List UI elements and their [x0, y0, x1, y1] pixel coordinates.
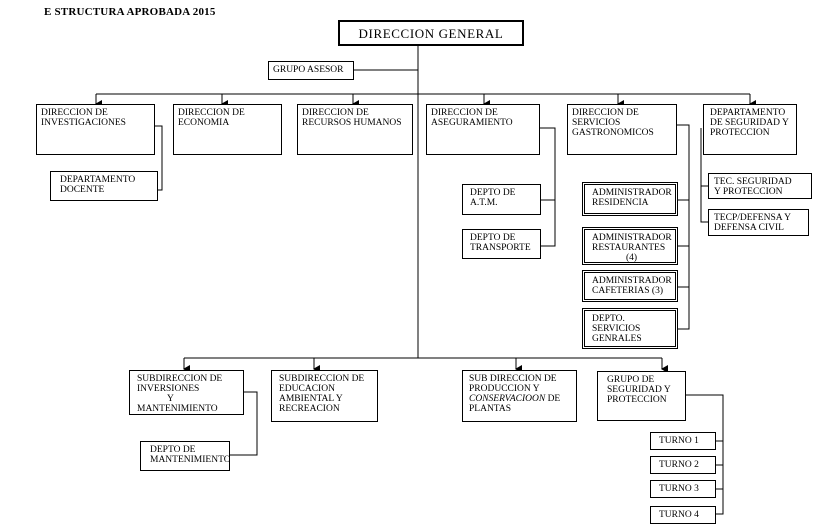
node-turno-4-label: TURNO 4 — [659, 510, 699, 520]
node-dir-gastronomicos-line1: DIRECCION DE — [572, 108, 639, 118]
node-depto-atm: DEPTO DE A.T.M. — [462, 184, 541, 215]
node-sub-inversiones-line1: SUBDIRECCION DE — [137, 374, 223, 384]
node-depto-seguridad-line3: PROTECCION — [710, 128, 770, 138]
node-depto-seguridad-line1: DEPARTAMENTO — [710, 108, 786, 118]
node-sub-produccion-italic: CONSERVACIOON — [469, 394, 546, 404]
node-turno-1: TURNO 1 — [650, 432, 716, 450]
node-tecp-defensa: TECP/DEFENSA Y DEFENSA CIVIL — [708, 209, 809, 236]
node-tecp-defensa-line2: DEFENSA CIVIL — [714, 223, 784, 233]
node-sub-produccion-line2: PRODUCCION Y — [469, 384, 540, 394]
node-admin-cafeterias-line1: ADMINISTRADOR — [592, 276, 672, 286]
node-dir-gastronomicos-line2: SERVICIOS — [572, 118, 621, 128]
node-sub-educacion-line1: SUBDIRECCION DE — [279, 374, 365, 384]
node-depto-mantenimiento-line2: MANTENIMIENTO — [150, 455, 230, 465]
node-dir-economia: DIRECCION DE ECONOMIA — [173, 104, 282, 155]
node-sub-inversiones-line2: INVERSIONES — [137, 384, 200, 394]
seguridad-bracket — [700, 128, 708, 223]
node-dir-gastronomicos-line3: GASTRONOMICOS — [572, 128, 654, 138]
node-sub-produccion-de: DE — [547, 394, 561, 404]
node-sub-produccion-line4: PLANTAS — [469, 404, 511, 414]
node-admin-residencia: ADMINISTRADOR RESIDENCIA — [582, 182, 678, 216]
node-depto-servicios-line1: DEPTO. — [592, 314, 625, 324]
node-admin-residencia-line2: RESIDENCIA — [592, 198, 649, 208]
node-direccion-general-label: DIRECCION GENERAL — [358, 26, 504, 41]
node-depto-seguridad-line2: DE SEGURIDAD Y — [710, 118, 789, 128]
node-grupo-seguridad-line2: SEGURIDAD Y — [607, 385, 671, 395]
node-dir-investigaciones-line2: INVESTIGACIONES — [41, 118, 126, 128]
node-depto-servicios-line2: SERVICIOS — [592, 324, 641, 334]
node-depto-transporte: DEPTO DE TRANSPORTE — [462, 229, 541, 259]
node-tec-seguridad-line1: TEC. SEGURIDAD — [714, 177, 792, 187]
node-sub-produccion-line1: SUB DIRECCION DE — [469, 374, 557, 384]
aseguramiento-bracket — [540, 127, 556, 247]
node-dir-aseguramiento-line1: DIRECCION DE — [431, 108, 498, 118]
node-depto-servicios-line3: GENRALES — [592, 334, 642, 344]
node-dir-investigaciones-line1: DIRECCION DE — [41, 108, 108, 118]
turnos-bracket — [686, 394, 724, 515]
node-dir-economia-line1: DIRECCION DE — [178, 108, 245, 118]
node-turno-2-label: TURNO 2 — [659, 460, 699, 470]
docente-link — [155, 125, 163, 191]
node-admin-cafeterias-line2: CAFETERIAS (3) — [592, 286, 663, 296]
chart-title: E STRUCTURA APROBADA 2015 — [44, 6, 216, 18]
node-turno-3: TURNO 3 — [650, 480, 716, 498]
node-turno-1-label: TURNO 1 — [659, 436, 699, 446]
node-dir-gastronomicos: DIRECCION DE SERVICIOS GASTRONOMICOS — [567, 104, 677, 155]
node-admin-cafeterias: ADMINISTRADOR CAFETERIAS (3) — [582, 270, 678, 302]
node-admin-restaurantes-line2: RESTAURANTES — [592, 243, 666, 253]
node-turno-3-label: TURNO 3 — [659, 484, 699, 494]
node-depto-atm-line1: DEPTO DE — [470, 188, 516, 198]
node-admin-restaurantes: ADMINISTRADOR RESTAURANTES (4) — [582, 227, 678, 265]
node-dir-rrhh: DIRECCION DE RECURSOS HUMANOS — [297, 104, 413, 155]
node-depto-atm-line2: A.T.M. — [470, 198, 498, 208]
node-dir-aseguramiento: DIRECCION DE ASEGURAMIENTO — [426, 104, 540, 155]
node-dir-investigaciones: DIRECCION DE INVESTIGACIONES — [36, 104, 155, 155]
node-dir-rrhh-line1: DIRECCION DE — [302, 108, 369, 118]
node-sub-inversiones: SUBDIRECCION DE INVERSIONES Y MANTENIMIE… — [129, 370, 244, 415]
node-dir-economia-line2: ECONOMIA — [178, 118, 230, 128]
node-sub-produccion: SUB DIRECCION DE PRODUCCION Y CONSERVACI… — [462, 370, 577, 422]
mantenimiento-link — [230, 391, 258, 456]
node-grupo-seguridad: GRUPO DE SEGURIDAD Y PROTECCION — [597, 371, 686, 421]
gastronomicos-bracket — [677, 124, 690, 330]
node-turno-2: TURNO 2 — [650, 456, 716, 474]
node-depto-seguridad: DEPARTAMENTO DE SEGURIDAD Y PROTECCION — [703, 104, 797, 155]
node-depto-transporte-line2: TRANSPORTE — [470, 243, 531, 253]
node-sub-inversiones-line4: MANTENIMIENTO — [137, 404, 218, 414]
node-sub-inversiones-line3: Y — [167, 394, 174, 404]
node-depto-docente-line1: DEPARTAMENTO — [60, 175, 136, 185]
node-sub-educacion-line2: EDUCACION — [279, 384, 335, 394]
node-dir-rrhh-line2: RECURSOS HUMANOS — [302, 118, 402, 128]
node-admin-restaurantes-line3: (4) — [625, 253, 638, 263]
node-grupo-asesor: GRUPO ASESOR — [268, 61, 354, 80]
node-admin-restaurantes-line1: ADMINISTRADOR — [592, 233, 672, 243]
node-tecp-defensa-line1: TECP/DEFENSA Y — [714, 213, 791, 223]
node-grupo-seguridad-line1: GRUPO DE — [607, 375, 655, 385]
node-dir-aseguramiento-line2: ASEGURAMIENTO — [431, 118, 513, 128]
node-depto-mantenimiento-line1: DEPTO DE — [150, 445, 196, 455]
node-sub-educacion-line3: AMBIENTAL Y — [279, 394, 343, 404]
node-depto-servicios: DEPTO. SERVICIOS GENRALES — [582, 308, 678, 349]
node-turno-4: TURNO 4 — [650, 506, 716, 524]
node-sub-educacion: SUBDIRECCION DE EDUCACION AMBIENTAL Y RE… — [271, 370, 378, 422]
node-tec-seguridad: TEC. SEGURIDAD Y PROTECCION — [708, 173, 812, 199]
node-depto-mantenimiento: DEPTO DE MANTENIMIENTO — [140, 441, 230, 471]
node-depto-transporte-line1: DEPTO DE — [470, 233, 516, 243]
node-grupo-asesor-label: GRUPO ASESOR — [273, 65, 344, 75]
node-depto-docente-line2: DOCENTE — [60, 185, 105, 195]
node-admin-residencia-line1: ADMINISTRADOR — [592, 188, 672, 198]
node-tec-seguridad-line2: Y PROTECCION — [714, 187, 783, 197]
node-direccion-general: DIRECCION GENERAL — [338, 20, 524, 46]
node-grupo-seguridad-line3: PROTECCION — [607, 395, 667, 405]
node-depto-docente: DEPARTAMENTO DOCENTE — [50, 171, 158, 201]
node-sub-educacion-line4: RECREACION — [279, 404, 340, 414]
